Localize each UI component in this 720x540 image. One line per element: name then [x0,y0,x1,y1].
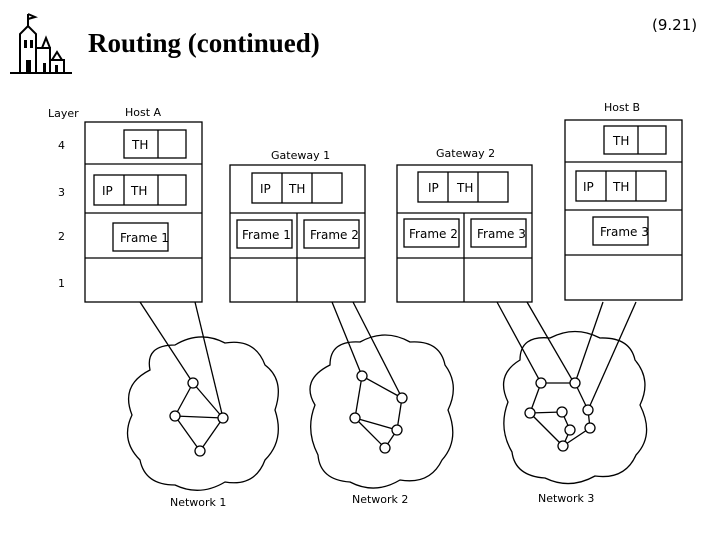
host-b-label: Host B [604,101,640,114]
gateway-1-label: Gateway 1 [271,149,330,162]
host-b-stack [564,119,683,301]
network-node [524,407,536,419]
slide-title: Routing (continued) [88,28,320,58]
gateway-2-label: Gateway 2 [436,147,495,160]
network-2-links [354,375,403,449]
host-b-l2-frame: Frame 3 [600,225,649,239]
layer-number: 1 [58,277,65,290]
network-3-cloud [502,330,648,485]
host-a-stack [84,121,203,303]
host-a-l4-th: TH [131,138,148,152]
page-number: (9.21) [652,16,698,34]
host-a-l2-frame: Frame 1 [120,231,169,245]
gateway-2-frame-right: Frame 3 [477,227,526,241]
gateway-2-stack [396,164,533,303]
connection-lines [139,301,637,419]
host-a-l3-th: TH [130,184,147,198]
network-node [391,424,403,436]
gateway-2-l3-ip: IP [428,181,439,195]
network-node [349,412,361,424]
network-node [557,440,569,452]
castle-logo-icon [10,13,72,74]
network-node [187,377,199,389]
network-node [169,410,181,422]
gateway-2-frame-left: Frame 2 [409,227,458,241]
network-node [356,370,368,382]
network-node [535,377,547,389]
network-node [556,406,568,418]
layer-number: 3 [58,186,65,199]
network-2-cloud [309,334,454,489]
gateway-1-l3-th: TH [288,182,305,196]
network-1-cloud [126,336,279,491]
network-node [396,392,408,404]
host-b-l4-th: TH [612,134,629,148]
network-1-links [174,382,224,452]
gateway-1-stack [229,164,366,303]
network-node [217,412,229,424]
host-a-l3-ip: IP [102,184,113,198]
network-1-label: Network 1 [170,496,226,509]
host-a-label: Host A [125,106,162,119]
layer-number: 2 [58,230,65,243]
gateway-1-frame-left: Frame 1 [242,228,291,242]
network-2-label: Network 2 [352,493,408,506]
host-b-l3-ip: IP [583,180,594,194]
gateway-2-l3-th: TH [456,181,473,195]
network-node [379,442,391,454]
network-node [194,445,206,457]
layer-heading: Layer [48,107,79,120]
network-3-label: Network 3 [538,492,594,505]
layer-number: 4 [58,139,65,152]
network-node [584,422,596,434]
gateway-1-l3-ip: IP [260,182,271,196]
network-node [564,424,576,436]
network-node [582,404,594,416]
host-b-l3-th: TH [612,180,629,194]
network-node [569,377,581,389]
gateway-1-frame-right: Frame 2 [310,228,359,242]
